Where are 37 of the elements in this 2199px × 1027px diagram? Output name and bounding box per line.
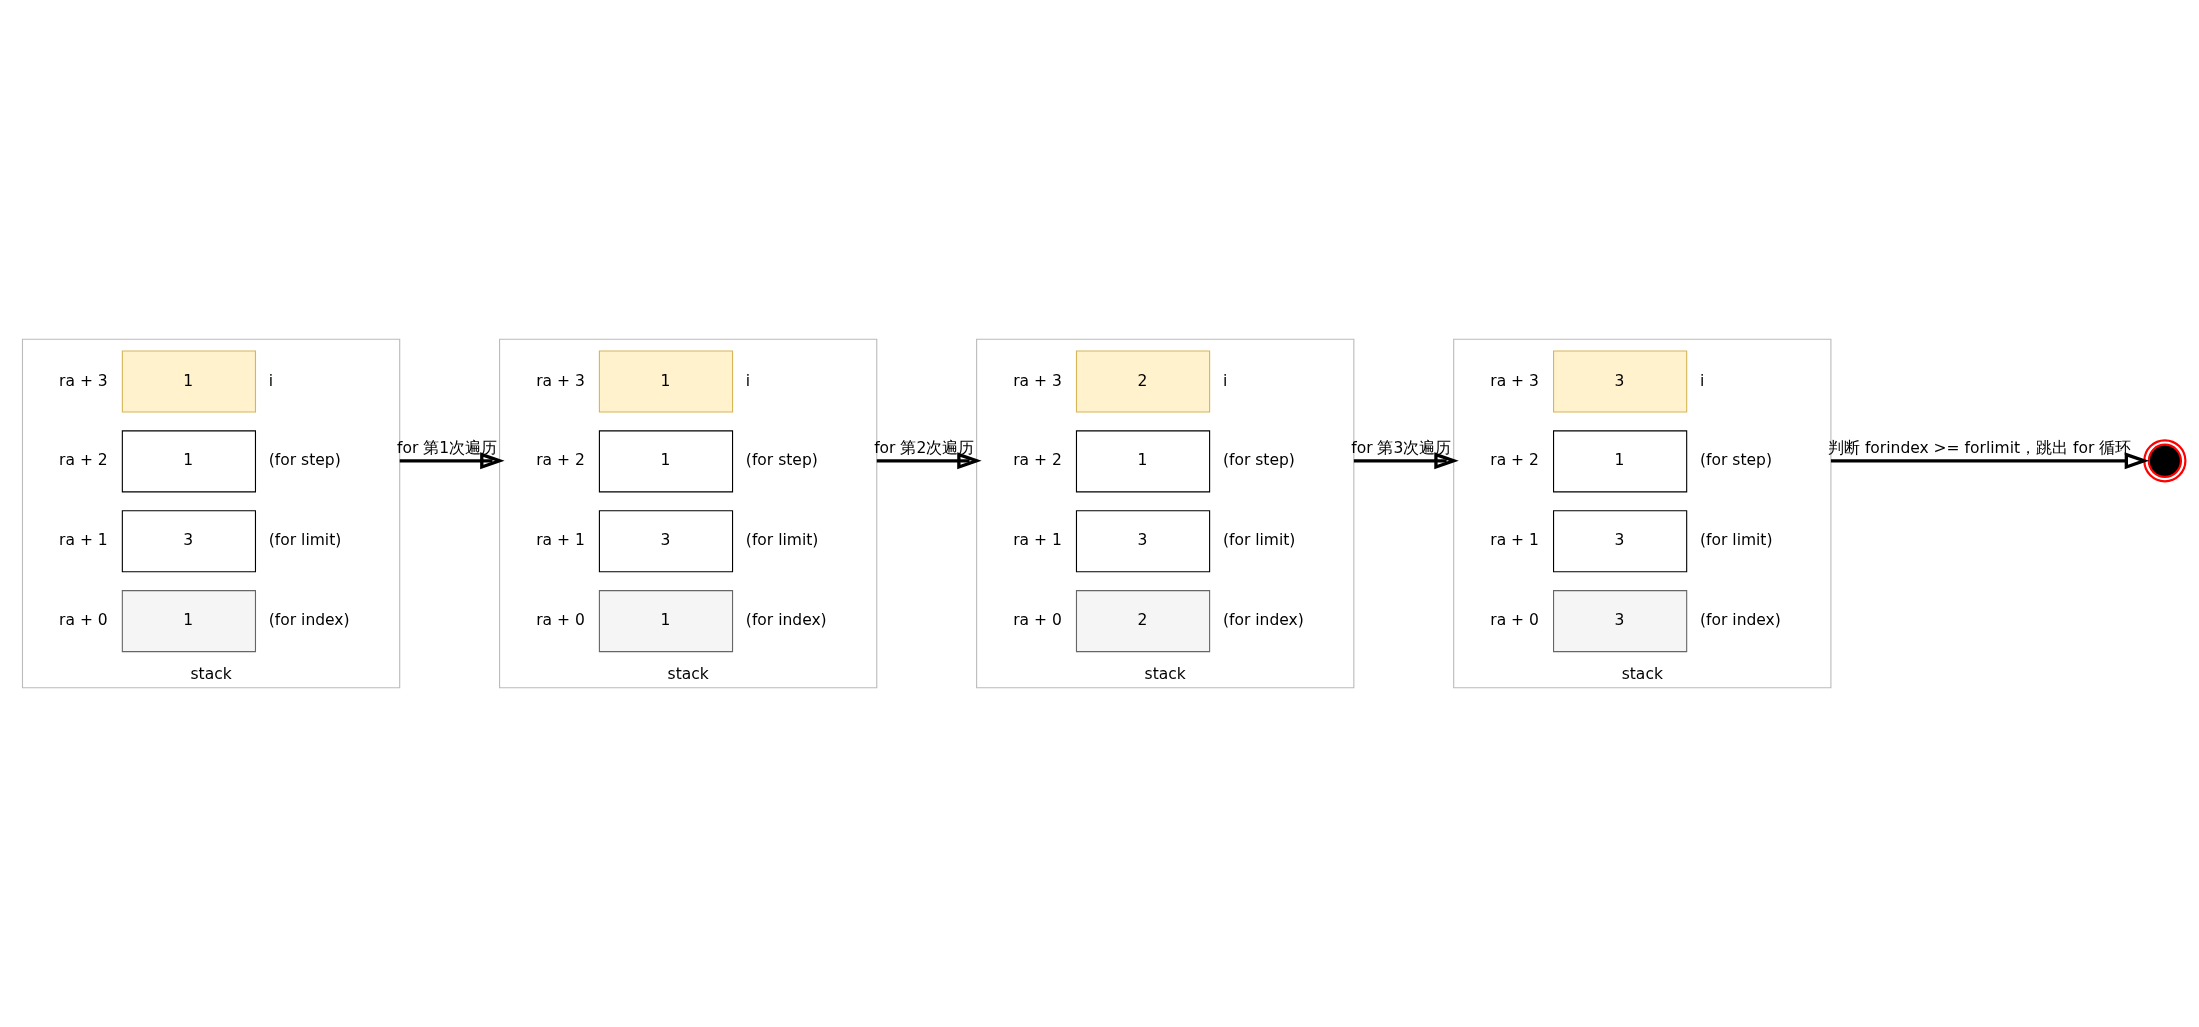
node-label: i	[268, 371, 274, 390]
node-label: ra + 2	[1013, 451, 1062, 470]
node-label: ra + 2	[536, 451, 585, 470]
node-label: ra + 0	[1013, 611, 1062, 630]
node-label: (for step)	[745, 451, 818, 470]
node-label: i	[1700, 371, 1705, 390]
node-label: (for limit)	[1222, 531, 1296, 550]
node-label: ra + 3	[1490, 371, 1539, 390]
node-label: ra + 3	[536, 371, 585, 390]
node-label: (for index)	[1700, 611, 1781, 630]
node-label: i	[745, 371, 751, 390]
node-label: (for index)	[268, 611, 350, 630]
node-label: ra + 2	[59, 451, 108, 470]
arrow	[876, 452, 982, 470]
node-label: ra + 2	[1490, 451, 1539, 470]
node-label: (for limit)	[268, 531, 342, 550]
node-label: ra + 1	[1013, 531, 1062, 550]
node-label: (for step)	[268, 451, 341, 470]
node-label: i	[1222, 371, 1228, 390]
node-label: (for index)	[1222, 611, 1304, 630]
node-label: ra + 0	[536, 611, 585, 630]
node-label: ra + 0	[59, 611, 108, 630]
node-label: ra + 0	[1490, 611, 1539, 630]
node-label: (for limit)	[1700, 531, 1773, 550]
node-label: ra + 1	[59, 531, 108, 550]
node-label: (for limit)	[745, 531, 819, 550]
arrow	[1353, 452, 1459, 470]
node-label: ra + 1	[536, 531, 585, 550]
node-label: (for index)	[745, 611, 827, 630]
node-circle	[2143, 439, 2187, 483]
node-label: (for step)	[1700, 451, 1772, 470]
node-label: ra + 3	[59, 371, 108, 390]
node-label: (for step)	[1222, 451, 1295, 470]
node-label: ra + 1	[1490, 531, 1539, 550]
arrow	[1830, 452, 2150, 470]
arrow	[399, 452, 505, 470]
node-label: ra + 3	[1013, 371, 1062, 390]
